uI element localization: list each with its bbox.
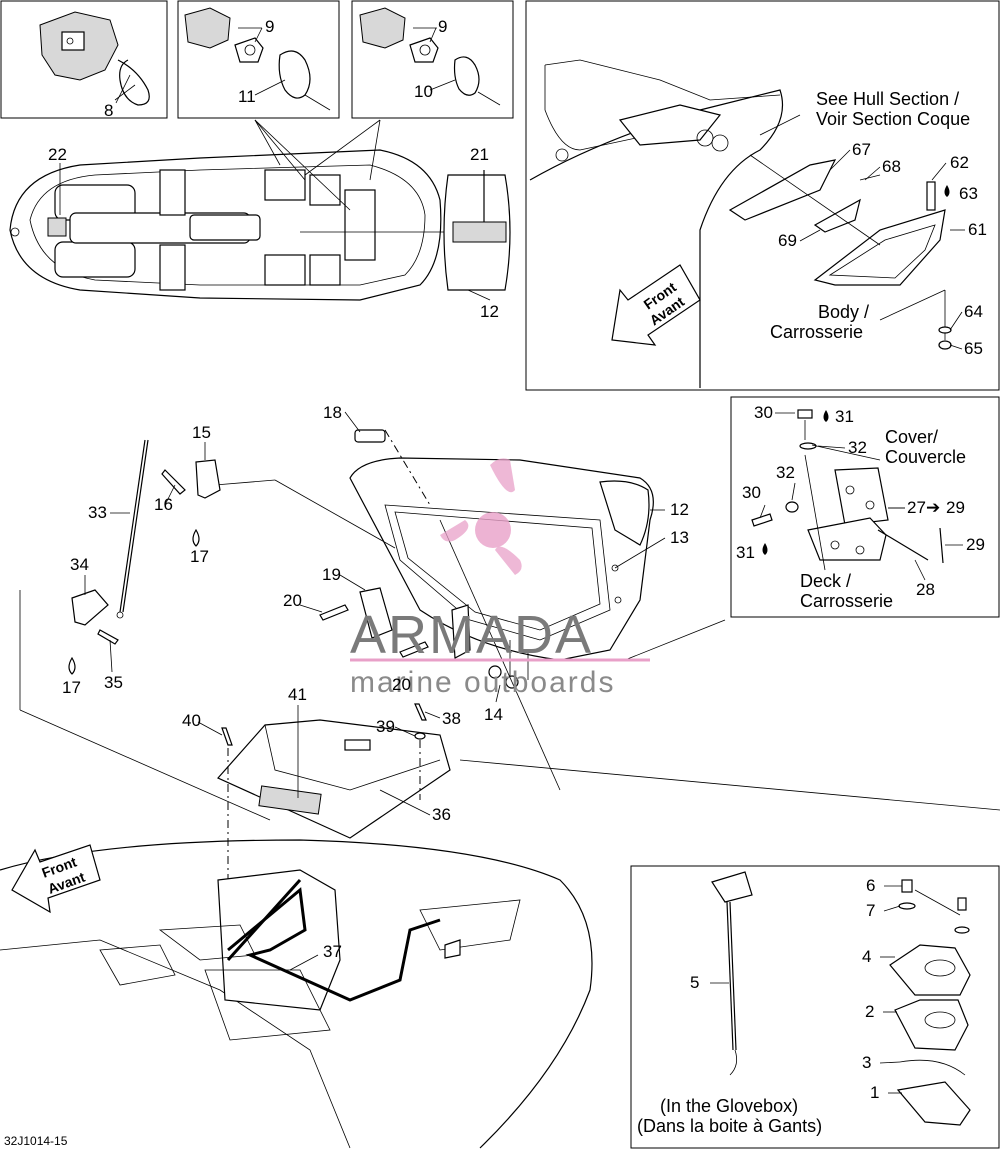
droplet-icons [762,185,950,555]
callout-9: 9 [265,17,274,36]
callout-35: 35 [104,673,123,692]
callout-64: 64 [964,302,983,321]
callout-17-b: 17 [62,678,81,697]
detail-frame-9-11 [177,0,340,119]
callout-63: 63 [959,184,978,203]
callout-leaders [84,27,965,1094]
droplet-icon [944,185,950,197]
callout-36: 36 [432,805,451,824]
glovebox-tray [217,703,451,905]
droplet-icon [823,410,829,422]
callout-21: 21 [470,145,489,164]
glovebox-note-line2: (Dans la boite à Gants) [637,1116,822,1136]
detail-frame-9-10 [351,0,514,119]
callout-32-b: 32 [776,463,795,482]
hull-note-line2: Voir Section Coque [816,109,970,129]
callout-20-b: 20 [392,675,411,694]
front-arrow-lower [11,844,101,914]
part-code: 32J1014-15 [4,1134,68,1148]
deck-lower-view [0,519,1000,1149]
callout-18: 18 [323,403,342,422]
callout-20: 20 [283,591,302,610]
front-arrow-top [611,264,701,346]
callout-4: 4 [862,947,871,966]
callout-30-b: 30 [742,483,761,502]
callout-12-b: 12 [670,500,689,519]
callout-30: 30 [754,403,773,422]
callout-6: 6 [866,876,875,895]
callout-3: 3 [862,1053,871,1072]
callout-2: 2 [865,1002,874,1021]
detail-9-10-illustration [359,7,501,106]
callout-37: 37 [323,942,342,961]
body-note-line2: Carrosserie [770,322,863,342]
latch-detail-illustration [711,871,971,1126]
callout-8: 8 [104,101,113,120]
cover-note-line2: Couvercle [885,447,966,467]
callout-65: 65 [964,339,983,358]
panel-12-top [443,170,511,291]
detail-frame-8 [0,0,168,119]
watermark-tagline: marine outboards [350,666,615,699]
callout-1: 1 [870,1083,879,1102]
strut-and-hinges [19,439,271,821]
callout-29: 29 [946,498,965,517]
deck-note-line2: Carrosserie [800,591,893,611]
callout-31-b: 31 [736,543,755,562]
callout-13: 13 [670,528,689,547]
callout-22: 22 [48,145,67,164]
callout-5: 5 [690,973,699,992]
glovebox-note-line1: (In the Glovebox) [660,1096,798,1116]
droplet-icon [762,543,768,555]
callout-62: 62 [950,153,969,172]
detail-9-11-illustration [184,7,331,111]
callout-32: 32 [848,438,867,457]
hull-note-line1: See Hull Section / [816,89,959,109]
callout-labels: 8 9 11 9 10 22 21 12 See Hull Section / … [4,17,987,1148]
callout-11: 11 [238,87,256,106]
callout-38: 38 [442,709,461,728]
boat-top-view [9,149,445,301]
callout-69: 69 [778,231,797,250]
callout-33: 33 [88,503,107,522]
callout-9-b: 9 [438,17,447,36]
callout-28: 28 [916,580,935,599]
callout-34: 34 [70,555,89,574]
callout-67: 67 [852,140,871,159]
callout-17: 17 [190,547,209,566]
callout-40: 40 [182,711,201,730]
callout-31: 31 [835,407,854,426]
watermark-brand: ARMADA [350,605,593,665]
detail-8-illustration [39,11,150,106]
detail-frame-glovebox [630,865,1000,1149]
deck-note-line1: Deck / [800,571,851,591]
watermark-logo: ARMADA marine outboards [350,458,650,699]
top-leaders [59,119,491,301]
glovebox-cover-assembly [214,429,726,682]
callout-19: 19 [322,565,341,584]
arrow-27-29: ➔ [926,498,940,517]
callout-10: 10 [414,82,433,101]
hull-detail-illustration [529,59,952,388]
callout-16: 16 [154,495,173,514]
callout-7: 7 [866,901,875,920]
callout-41: 41 [288,685,307,704]
callout-14: 14 [484,705,503,724]
callout-61: 61 [968,220,987,239]
callout-27: 27 [907,498,926,517]
body-note-line1: Body / [818,302,869,322]
callout-12: 12 [480,302,499,321]
callout-68: 68 [882,157,901,176]
callout-29-b: 29 [966,535,985,554]
screws-20-14 [319,604,519,689]
detail-frame-hull [525,0,1000,391]
cover-note-line1: Cover/ [885,427,938,447]
hinge-detail-illustration [751,409,944,571]
callout-15: 15 [192,423,211,442]
detail-frame-hinge [730,396,1000,618]
callout-39: 39 [376,717,395,736]
